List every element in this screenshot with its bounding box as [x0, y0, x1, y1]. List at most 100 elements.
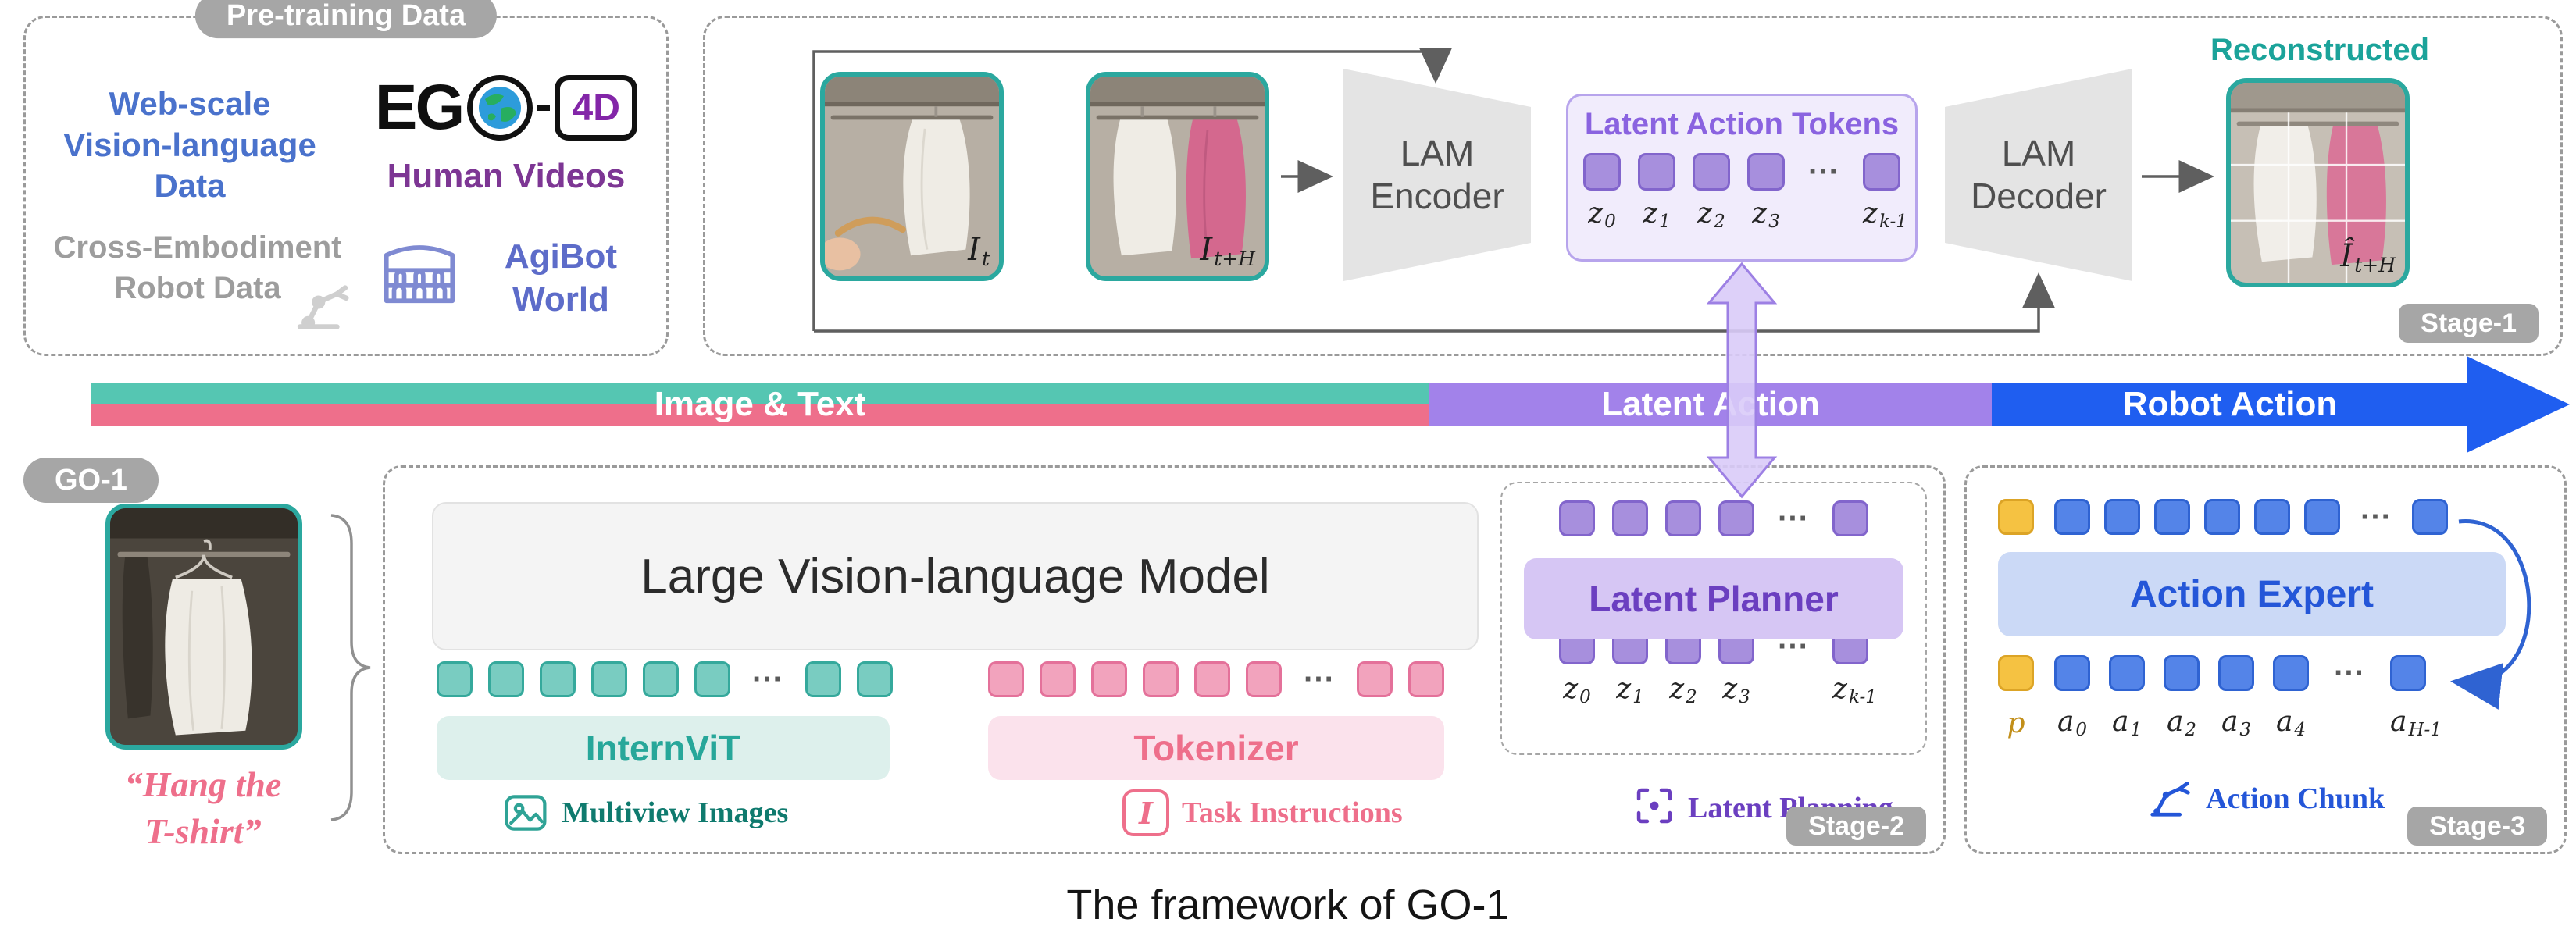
latent-token-square [1863, 153, 1900, 191]
token-label: zk-1 [1832, 672, 1877, 708]
text-token-square [1357, 661, 1393, 697]
token-label: z3 [1752, 197, 1780, 233]
reconstructed-image: Ît+H [2226, 78, 2410, 287]
task-instructions-icon-glyph: I [1139, 795, 1153, 831]
ellipsis: ··· [752, 662, 783, 696]
glasses-bridge [537, 105, 551, 111]
glasses-lens-4d: 4D [555, 75, 638, 141]
latent-token-square [1718, 500, 1754, 536]
action-top-token-row: ··· [1998, 499, 2448, 535]
multiview-images-icon [502, 789, 549, 840]
action-token-labels: p a0 a1 a2 a3 a4 · aH-1 [1998, 705, 2442, 741]
stage3-badge: Stage-3 [2407, 807, 2547, 846]
latent-token-square [1559, 500, 1595, 536]
text-token-square [1408, 661, 1444, 697]
globe-icon [467, 75, 533, 141]
vision-token-square [591, 661, 627, 697]
token-label: z1 [1616, 672, 1644, 708]
cross-embodiment-label: Cross-Embodiment Robot Data [53, 230, 342, 305]
action-token-square [2218, 655, 2254, 691]
web-scale-data-label: Web-scale Vision-language Data [63, 85, 316, 204]
action-token-square [2390, 655, 2426, 691]
latent-token-square [1747, 153, 1785, 191]
robot-arm-gray-icon [290, 269, 355, 339]
action-label: a4 [2275, 705, 2307, 741]
internvit-box: InternViT [437, 716, 890, 780]
token-label: zk-1 [1863, 197, 1907, 233]
figure-caption: The framework of GO-1 [1066, 882, 1510, 928]
latent-planner-column: ··· Latent Planner ··· z0 z1 z2 z3 · zk- [1500, 482, 1927, 755]
text-token-square [1143, 661, 1179, 697]
action-label: a0 [2057, 705, 2088, 741]
latent-token-square [1832, 500, 1868, 536]
latent-token-square [1693, 153, 1730, 191]
ellipsis: ··· [2334, 656, 2365, 690]
action-token-square [2204, 499, 2240, 535]
latent-action-tokens-box: Latent Action Tokens ··· z0 z1 z2 z3 · z… [1566, 94, 1918, 262]
stage2-box: Large Vision-language Model ··· ··· [383, 465, 1946, 854]
action-token-square [2254, 499, 2290, 535]
action-expert-box: Action Expert [1998, 552, 2506, 636]
vision-token-square [805, 661, 841, 697]
flowbar-image-text-label: Image & Text [654, 385, 866, 423]
flowbar-arrowhead [2467, 356, 2570, 453]
action-chunk-label: Action Chunk [2206, 782, 2385, 815]
latent-token-square [1583, 153, 1621, 191]
action-chunk-icon [2146, 772, 2195, 825]
token-label: z3 [1722, 672, 1750, 708]
planner-bottom-token-row: ··· [1502, 629, 1925, 664]
token-label: z2 [1697, 197, 1725, 233]
vision-token-square [857, 661, 893, 697]
latent-planner-label: Latent Planner [1589, 579, 1839, 619]
action-expert-label: Action Expert [2129, 573, 2374, 615]
planner-top-token-row: ··· [1502, 500, 1925, 536]
lam-encoder-label: LAM Encoder [1370, 132, 1504, 216]
ellipsis: ··· [2360, 500, 2392, 534]
task-instructions-label: Task Instructions [1182, 796, 1403, 829]
text-token-square [1091, 661, 1127, 697]
action-label: a1 [2111, 705, 2143, 741]
action-token-square [2304, 499, 2340, 535]
vision-token-square [488, 661, 524, 697]
token-label: z0 [1563, 672, 1591, 708]
latent-token-square [1665, 500, 1701, 536]
stage1-badge: Stage-1 [2399, 304, 2539, 343]
observation-image-t-plus-h: It+H [1086, 72, 1269, 281]
reconstructed-image-label: Ît+H [2340, 237, 2396, 277]
proprio-label: p [2007, 707, 2025, 739]
pretraining-title-badge: Pre-training Data [194, 0, 498, 39]
pretraining-data-box: Pre-training Data Web-scale Vision-langu… [23, 0, 669, 356]
image-t-plus-h-label: It+H [1200, 231, 1255, 271]
text-token-square [1194, 661, 1230, 697]
ego4d-eg-text: EG [374, 72, 465, 143]
internvit-label: InternViT [585, 728, 741, 768]
action-label: aH-1 [2390, 705, 2442, 741]
planner-token-labels: z0 z1 z2 z3 · zk-1 [1502, 672, 1925, 708]
human-videos-label: Human Videos [387, 157, 626, 195]
observation-image-t: It [820, 72, 1004, 281]
ellipsis: ··· [1808, 155, 1839, 189]
tokenizer-label: Tokenizer [1133, 728, 1299, 768]
vlm-label: Large Vision-language Model [640, 549, 1270, 604]
lam-decoder-label: LAM Decoder [1971, 132, 2107, 216]
text-token-row: ··· [988, 661, 1444, 697]
action-token-square [2054, 655, 2090, 691]
multiview-images-label: Multiview Images [562, 796, 789, 829]
token-label: z0 [1588, 197, 1616, 233]
task-instructions-icon: I [1122, 789, 1169, 836]
action-label: a2 [2166, 705, 2197, 741]
action-token-square [2109, 655, 2145, 691]
latent-token-labels: z0 z1 z2 z3 · zk-1 [1568, 197, 1915, 233]
proprio-token-square [1998, 655, 2034, 691]
stage1-box: Stage-1 [703, 16, 2563, 356]
flowbar-latent-action-label: Latent Action [1601, 385, 1820, 423]
go1-observation-image [105, 504, 302, 750]
image-t-label: It [968, 231, 990, 271]
vlm-box: Large Vision-language Model [432, 502, 1479, 650]
lam-decoder: LAM Decoder [1945, 69, 2132, 281]
colosseum-icon [379, 227, 460, 312]
ellipsis: ··· [1304, 662, 1335, 696]
flowbar-robot-action-label: Robot Action [2122, 385, 2338, 423]
action-token-square [2054, 499, 2090, 535]
